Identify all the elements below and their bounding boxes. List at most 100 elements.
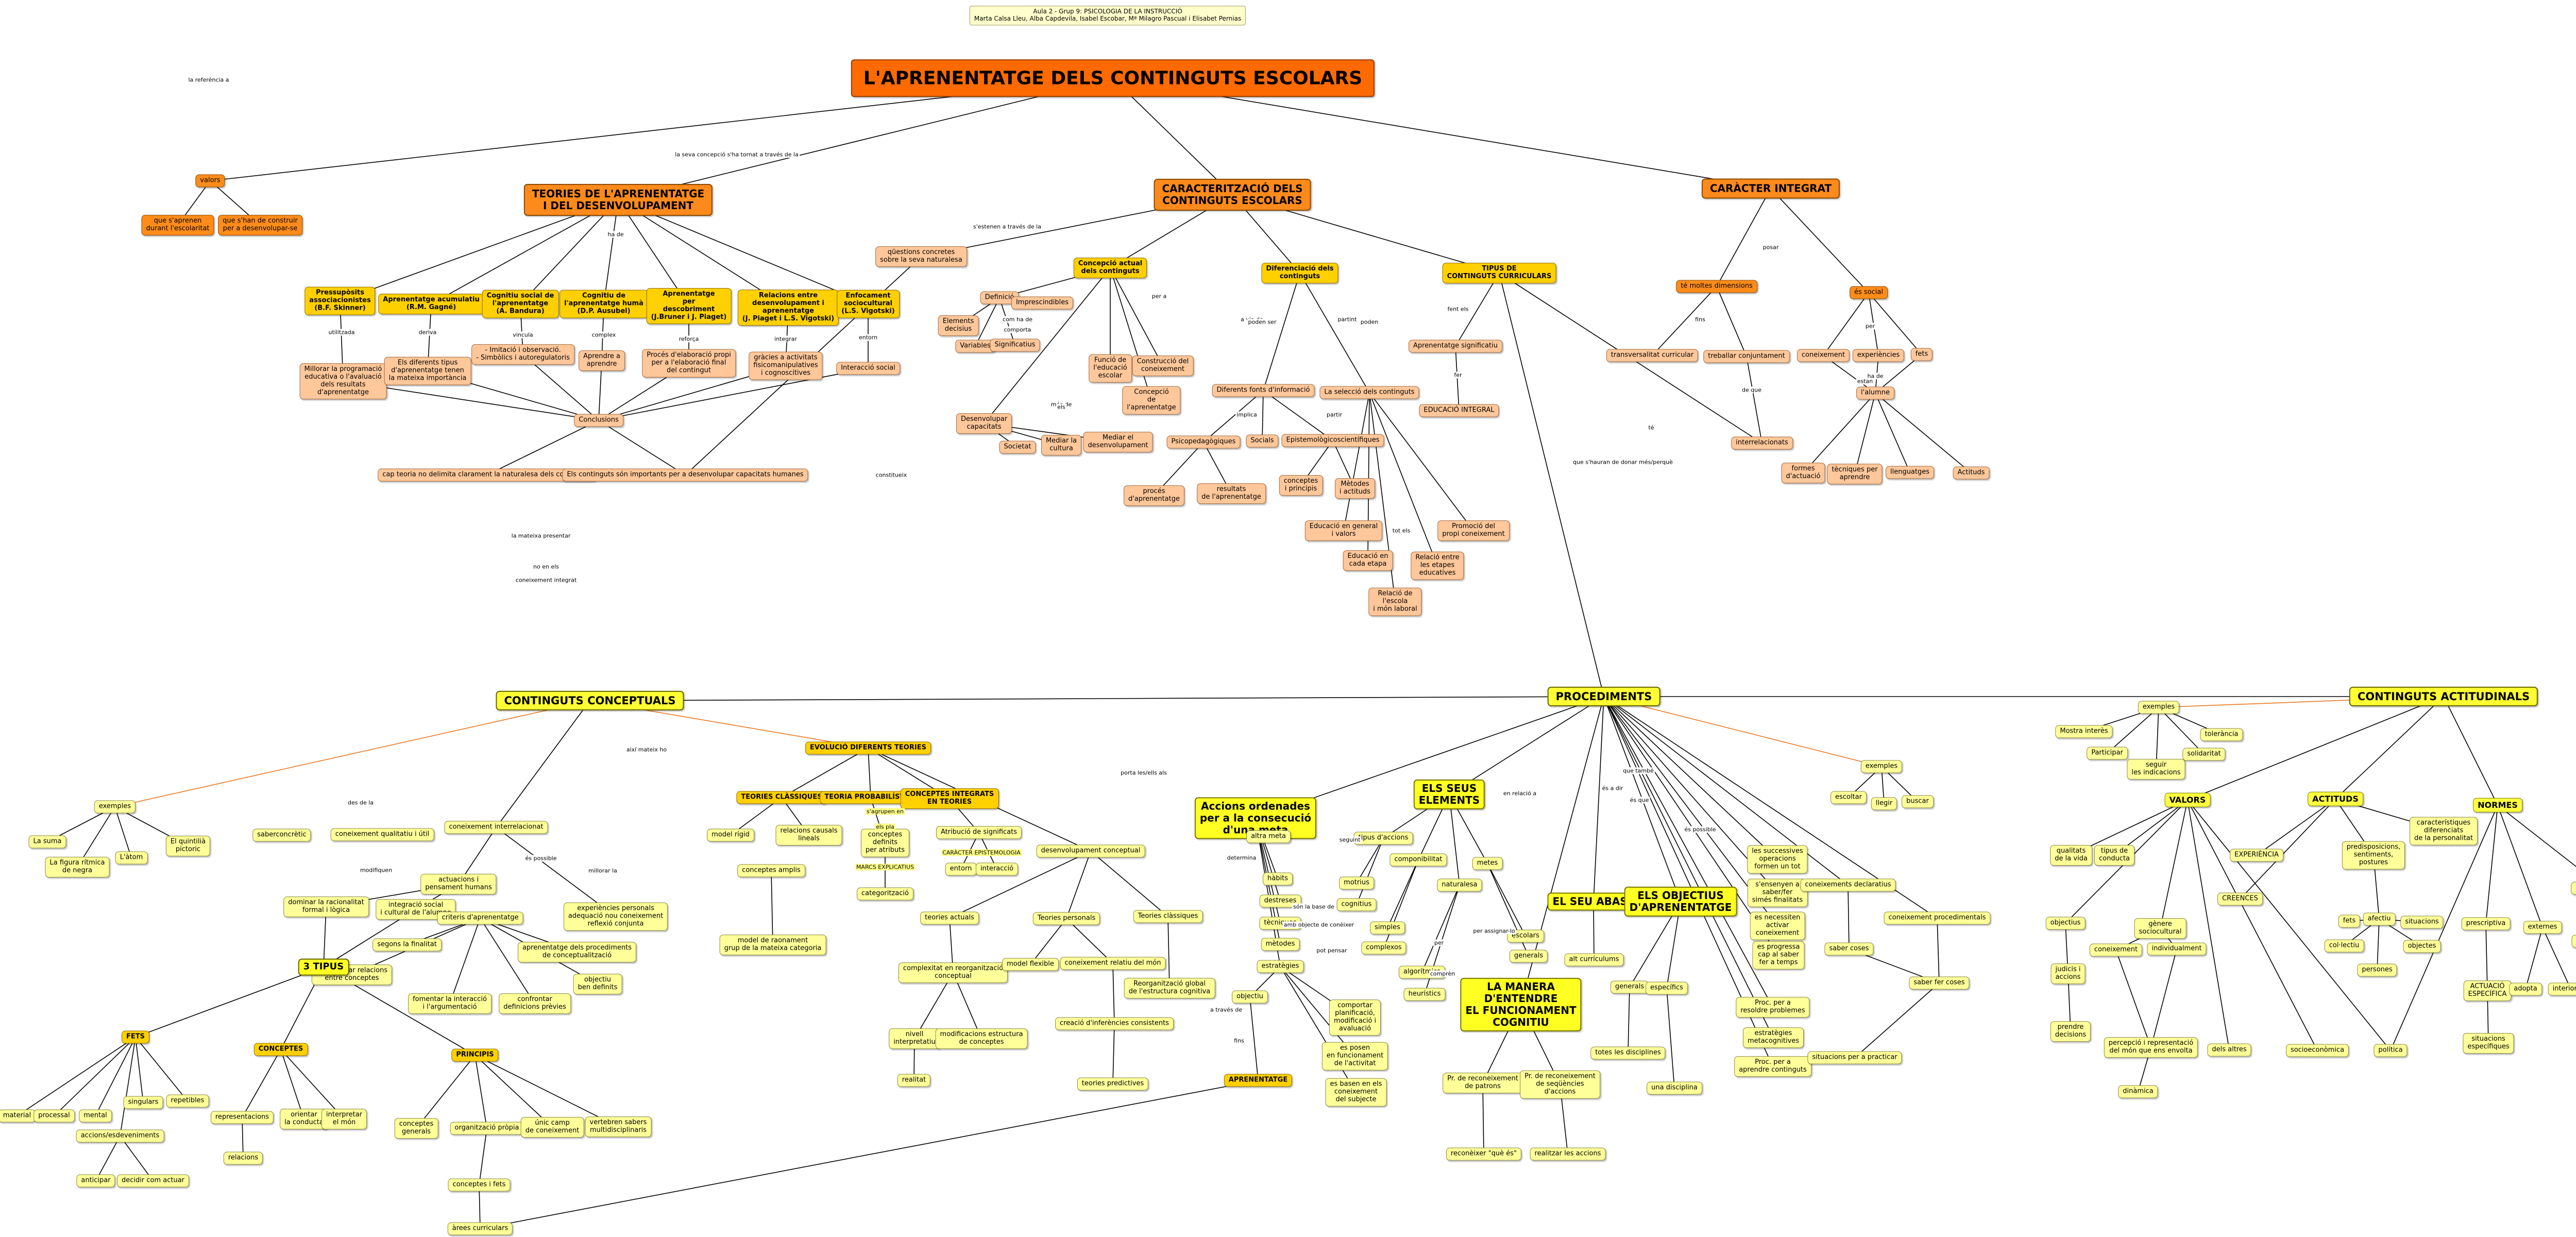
- node-situacionsesp: situacions específiques: [2463, 1033, 2514, 1054]
- node-coneixqual: coneixement qualitatiu i útil: [330, 828, 434, 841]
- connector-fets-alumne: [1875, 354, 1922, 394]
- link-label: utilitzada: [327, 329, 356, 336]
- node-ausubel: Cognitiu de l'aprenentatge humà (D.P. Au…: [560, 290, 648, 318]
- node-elquintilia: El quintilià pictoric: [165, 836, 211, 856]
- node-exemples2: exemples: [1860, 760, 1903, 773]
- node-modelflexible: model flexible: [1002, 958, 1059, 971]
- node-elsdif: Els diferents tipus d'aprenentatge tenen…: [384, 357, 471, 385]
- node-simples: simples: [1370, 921, 1405, 935]
- link-label: posar: [1761, 244, 1780, 251]
- node-genere: gènere sociocultural: [2134, 918, 2187, 939]
- node-persones: persones: [2357, 963, 2397, 977]
- connector-teoriespersonals-modelflexible: [1030, 918, 1067, 965]
- node-fets: fets: [1910, 348, 1933, 361]
- node-criteris: criteris d'aprenentatge: [437, 911, 523, 925]
- link-label: seguint: [1338, 836, 1362, 843]
- node-denecessiten: es necessiten activar coneixement: [1750, 911, 1805, 940]
- node-actituds-o: Actituds: [1953, 466, 1990, 480]
- node-exemples3: exemples: [2138, 701, 2180, 714]
- link-label: poden: [1359, 318, 1380, 326]
- node-relacioescola: Relació de l'escola i món laboral: [1368, 587, 1422, 616]
- connector-representacions-relacions_c: [242, 1117, 244, 1159]
- node-ca: CONTINGUTS ACTITUDINALS: [2349, 686, 2538, 707]
- connector-conceptes2-interpretar: [280, 1049, 345, 1120]
- node-mostrarinteres: Mostra interès: [2055, 725, 2113, 738]
- connector-evolucio-teoriaprob: [868, 748, 871, 798]
- connector-proced-estrategiesmeta: [1603, 696, 1774, 1038]
- connector-cc-coneixinter: [496, 700, 590, 828]
- node-esposen: es posen en funcionament de l'activitat: [1321, 1042, 1388, 1071]
- node-unicamp: únic camp de coneixement: [520, 1117, 584, 1138]
- connector-alumne-formes: [1803, 393, 1876, 473]
- node-interioritza: interioritza: [2548, 982, 2576, 996]
- connector-prescriptiva-actuacio: [2485, 923, 2488, 991]
- node-predisposicions: predisposicions, sentiments, postures: [2342, 841, 2405, 870]
- connector-objectiu2-aprenentatge: [1249, 996, 1259, 1081]
- link-label: per assignar-lo: [1472, 927, 1516, 935]
- connector-normes-prescriptiva: [2485, 805, 2498, 924]
- connector-valors2-socioeconomica: [2187, 800, 2318, 1051]
- link-label: fins: [1694, 316, 1706, 323]
- node-diferenciacio: Diferenciació dels continguts: [1261, 263, 1338, 283]
- connector-fets2-accions: [120, 1037, 136, 1137]
- connector-selecció-eduvalors: [1343, 392, 1370, 531]
- node-entorn: entorn: [945, 862, 977, 876]
- node-estrategies: estratègies: [1257, 960, 1304, 973]
- connector-desconceptual-teoriespersonals: [1066, 851, 1091, 919]
- connector-social-coneixement: [1823, 292, 1869, 356]
- link-label: partint: [1336, 316, 1358, 323]
- connector-proced-cc: [589, 696, 1604, 701]
- node-info: Aula 2 - Grup 9: PSICOLOGIA DE LA INSTRU…: [969, 6, 1246, 25]
- connector-interaccio-conclusions: [598, 368, 869, 421]
- node-coneixement3: coneixement: [2089, 943, 2143, 957]
- node-esprogressa: es progressa cap al saber fer a temps: [1752, 941, 1805, 970]
- node-participar: Participar: [2087, 747, 2128, 760]
- connector-teories-skinner: [340, 199, 619, 301]
- node-teories: TEORIES DE L'APRENENTATGE I DEL DESENVOL…: [523, 184, 713, 216]
- node-gracies: gràcies a activitats fisicomanipulatives…: [749, 351, 823, 380]
- connector-conclusions-elscont: [598, 420, 686, 476]
- link-label: integrar: [773, 335, 798, 343]
- node-tecniques: tècniques per aprendre: [1827, 464, 1883, 484]
- connector-individual-percepcio: [2150, 948, 2177, 1048]
- connector-exemples3-solidaritat: [2158, 707, 2205, 755]
- connector-ca-normes: [2443, 696, 2498, 806]
- link-label: fer: [1453, 371, 1463, 379]
- node-social: és social: [1850, 286, 1888, 299]
- link-label: fent els: [1446, 306, 1470, 313]
- node-normes: NORMES: [2473, 798, 2522, 813]
- node-eduvalors: Educació en general i valors: [1304, 520, 1383, 541]
- node-title: L'APRENENTATGE DELS CONTINGUTS ESCOLARS: [851, 59, 1375, 97]
- connector-externes-interioritza: [2542, 927, 2571, 990]
- node-fets2: FETS: [122, 1030, 149, 1044]
- connector-componibilitat-complexos: [1383, 859, 1419, 948]
- connector-accions-decidir: [120, 1136, 154, 1181]
- node-elsobjectius: ELS OBJECTIUS D'APRENENTATGE: [1624, 887, 1737, 917]
- node-vertebren: vertebren sabers multidisciplinaris: [585, 1116, 652, 1137]
- node-segons: segons la finalitat: [372, 938, 442, 952]
- node-teoriesclassiques: Teories clàssiques: [1133, 910, 1203, 923]
- node-heuristics: heurístics: [1403, 988, 1446, 1001]
- connector-valors2-politica: [2187, 800, 2391, 1051]
- connector-social-fets: [1868, 292, 1922, 355]
- connector-alumne-llenguatges: [1875, 393, 1910, 473]
- node-bruner: Aprenentatge per descobriment (J.Bruner …: [646, 288, 732, 324]
- link-label: és a dir: [1601, 785, 1624, 792]
- connector-alumne-actituds_o: [1875, 393, 1972, 473]
- connector-conceptesdef2-model_raon: [771, 870, 773, 945]
- connector-afectiu-persones: [2377, 919, 2380, 971]
- connector-tipusdaccions-cognitius: [1356, 838, 1384, 905]
- node-desenvolupar: Desenvolupar capacitats: [956, 413, 1012, 434]
- node-interaccio: Interacció social: [836, 362, 900, 375]
- node-resultats-ap: resultats de l'aprenentatge: [1197, 483, 1266, 504]
- connector-concepcio-construccio: [1110, 267, 1163, 366]
- connector-ca-actituds2: [2335, 696, 2444, 800]
- connector-valors2-deltres: [2187, 800, 2230, 1050]
- node-valors-a: que s'aprenen durant l'escolaritat: [141, 215, 214, 235]
- node-orientar: orientar la conducta: [280, 1109, 328, 1129]
- link-label: deriva: [417, 329, 438, 336]
- node-principis: PRINCIPIS: [451, 1048, 499, 1062]
- connector-principis-conceptesgen: [416, 1055, 476, 1129]
- node-llegir: llegir: [1871, 797, 1897, 810]
- node-processal: processal: [33, 1109, 75, 1123]
